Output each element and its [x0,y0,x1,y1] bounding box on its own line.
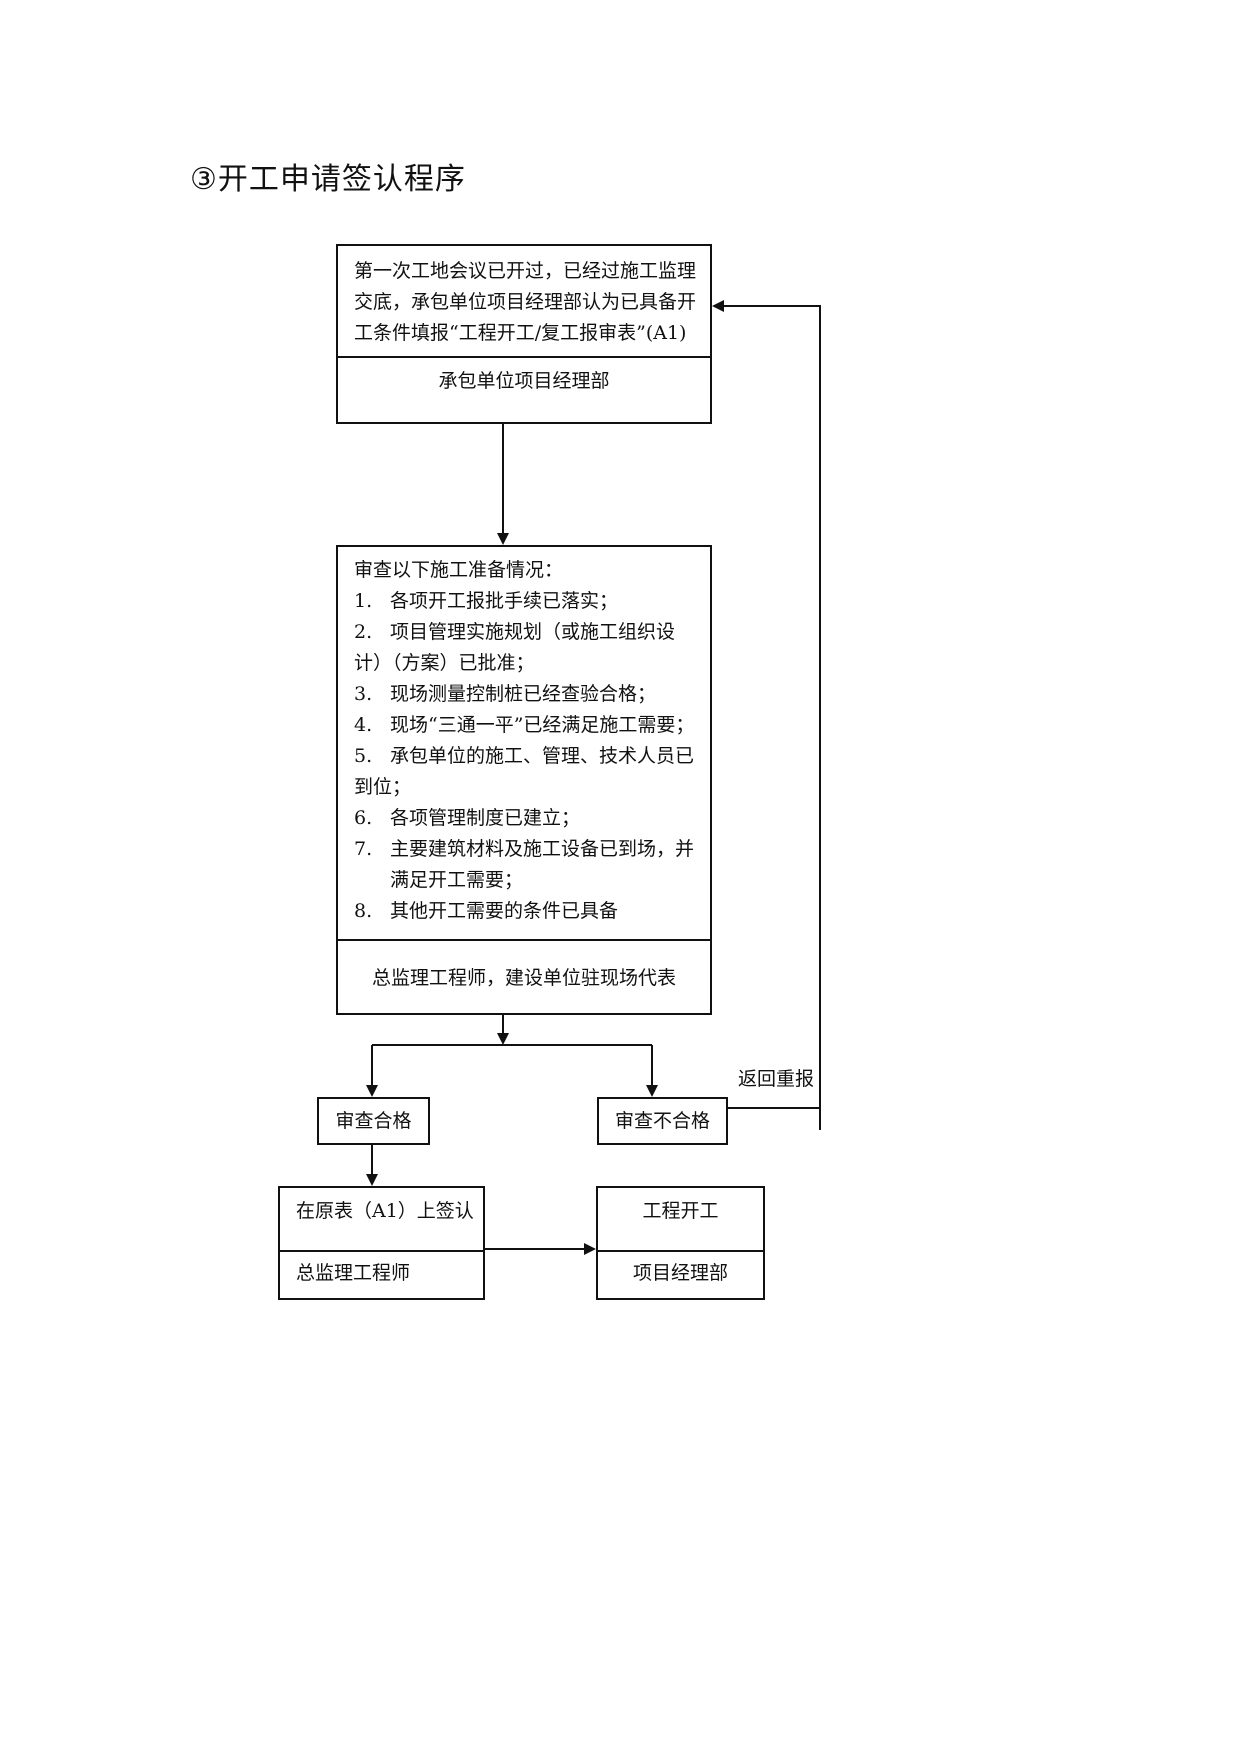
start-role: 项目经理部 [632,1262,728,1284]
review-box: 审查以下施工准备情况： 1.各项开工报批手续已落实； 2.项目管理实施规划（或施… [336,545,712,1015]
review-heading: 审查以下施工准备情况： [354,559,564,581]
review-item: 1.各项开工报批手续已落实； [354,590,619,612]
start-text: 工程开工 [642,1200,719,1222]
pass-box: 审查合格 [317,1097,430,1145]
review-item: 2.项目管理实施规划（或施工组织设计）（方案）已批准； [354,621,676,674]
application-text: 第一次工地会议已开过，已经过施工监理交底，承包单位项目经理部认为已具备开工条件填… [354,260,697,344]
sign-divider [280,1250,483,1252]
review-role: 总监理工程师，建设单位驻现场代表 [371,967,676,989]
page-title: ③开工申请签认程序 [190,162,466,197]
review-list: 1.各项开工报批手续已落实； 2.项目管理实施规划（或施工组织设计）（方案）已批… [354,586,700,927]
return-path-line [712,300,821,1109]
application-box: 第一次工地会议已开过，已经过施工监理交底，承包单位项目经理部认为已具备开工条件填… [336,244,712,424]
pass-text: 审查合格 [335,1110,412,1132]
review-item: 7.主要建筑材料及施工设备已到场，并满足开工需要； [354,838,695,891]
application-divider [338,356,710,358]
fail-text: 审查不合格 [614,1110,710,1132]
review-divider [338,939,710,941]
review-item: 4.现场“三通一平”已经满足施工需要； [354,714,695,736]
sign-text: 在原表（A1）上签认 [296,1200,474,1222]
review-item: 3.现场测量控制桩已经查验合格； [354,683,657,705]
review-item: 6.各项管理制度已建立； [354,807,581,829]
review-item: 5.承包单位的施工、管理、技术人员已到位； [354,745,695,798]
fail-box: 审查不合格 [597,1097,728,1145]
return-label: 返回重报 [738,1068,815,1090]
start-divider [598,1250,763,1252]
start-box: 工程开工 项目经理部 [596,1186,765,1300]
sign-box: 在原表（A1）上签认 总监理工程师 [278,1186,485,1300]
review-item: 8.其他开工需要的条件已具备 [354,900,619,922]
application-role: 承包单位项目经理部 [438,370,610,392]
sign-role: 总监理工程师 [296,1262,411,1284]
